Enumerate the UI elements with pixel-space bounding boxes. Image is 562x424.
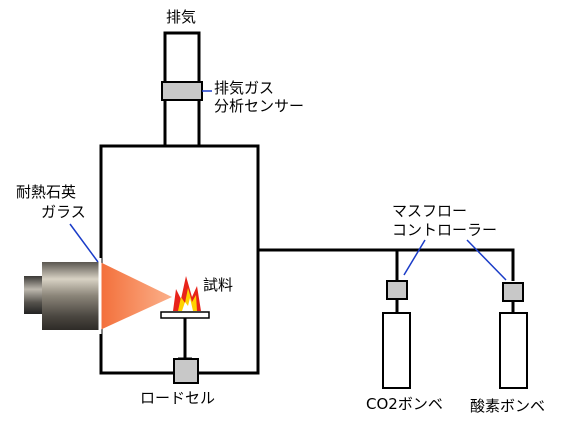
sample-holder-plate	[160, 311, 210, 319]
load-cell	[173, 358, 199, 384]
oxygen-cylinder-label: 酸素ボンベ	[470, 397, 546, 415]
quartz-label-line1: 耐熱石英	[16, 183, 77, 201]
exhaust-label: 排気	[166, 8, 197, 26]
combustion-chamber	[99, 144, 260, 375]
exhaust-gas-sensor	[161, 81, 203, 101]
load-cell-label: ロードセル	[140, 389, 216, 407]
mfc-label-line2: コントローラー	[392, 221, 498, 239]
heater-back-cap	[24, 276, 44, 314]
co2-cylinder-label: CO2ボンベ	[366, 395, 443, 413]
sample-flame	[173, 276, 201, 311]
co2-cylinder	[382, 312, 411, 389]
quartz-leader-line	[69, 223, 99, 263]
quartz-label-line2: ガラス	[41, 203, 86, 221]
gas-supply-pipe	[258, 248, 515, 313]
heater-radiation-cone	[100, 262, 172, 330]
mfc-leader-lines	[403, 239, 507, 281]
mass-flow-controller-oxygen	[502, 282, 524, 302]
sample-label: 試料	[203, 276, 234, 294]
mfc-label-line1: マスフロー	[392, 202, 468, 220]
heater-body	[42, 262, 100, 330]
oxygen-cylinder	[499, 312, 528, 389]
mass-flow-controller-co2	[386, 280, 408, 300]
sensor-label-line2: 分析センサー	[214, 97, 305, 115]
sensor-label-line1: 排気ガス	[214, 79, 275, 97]
